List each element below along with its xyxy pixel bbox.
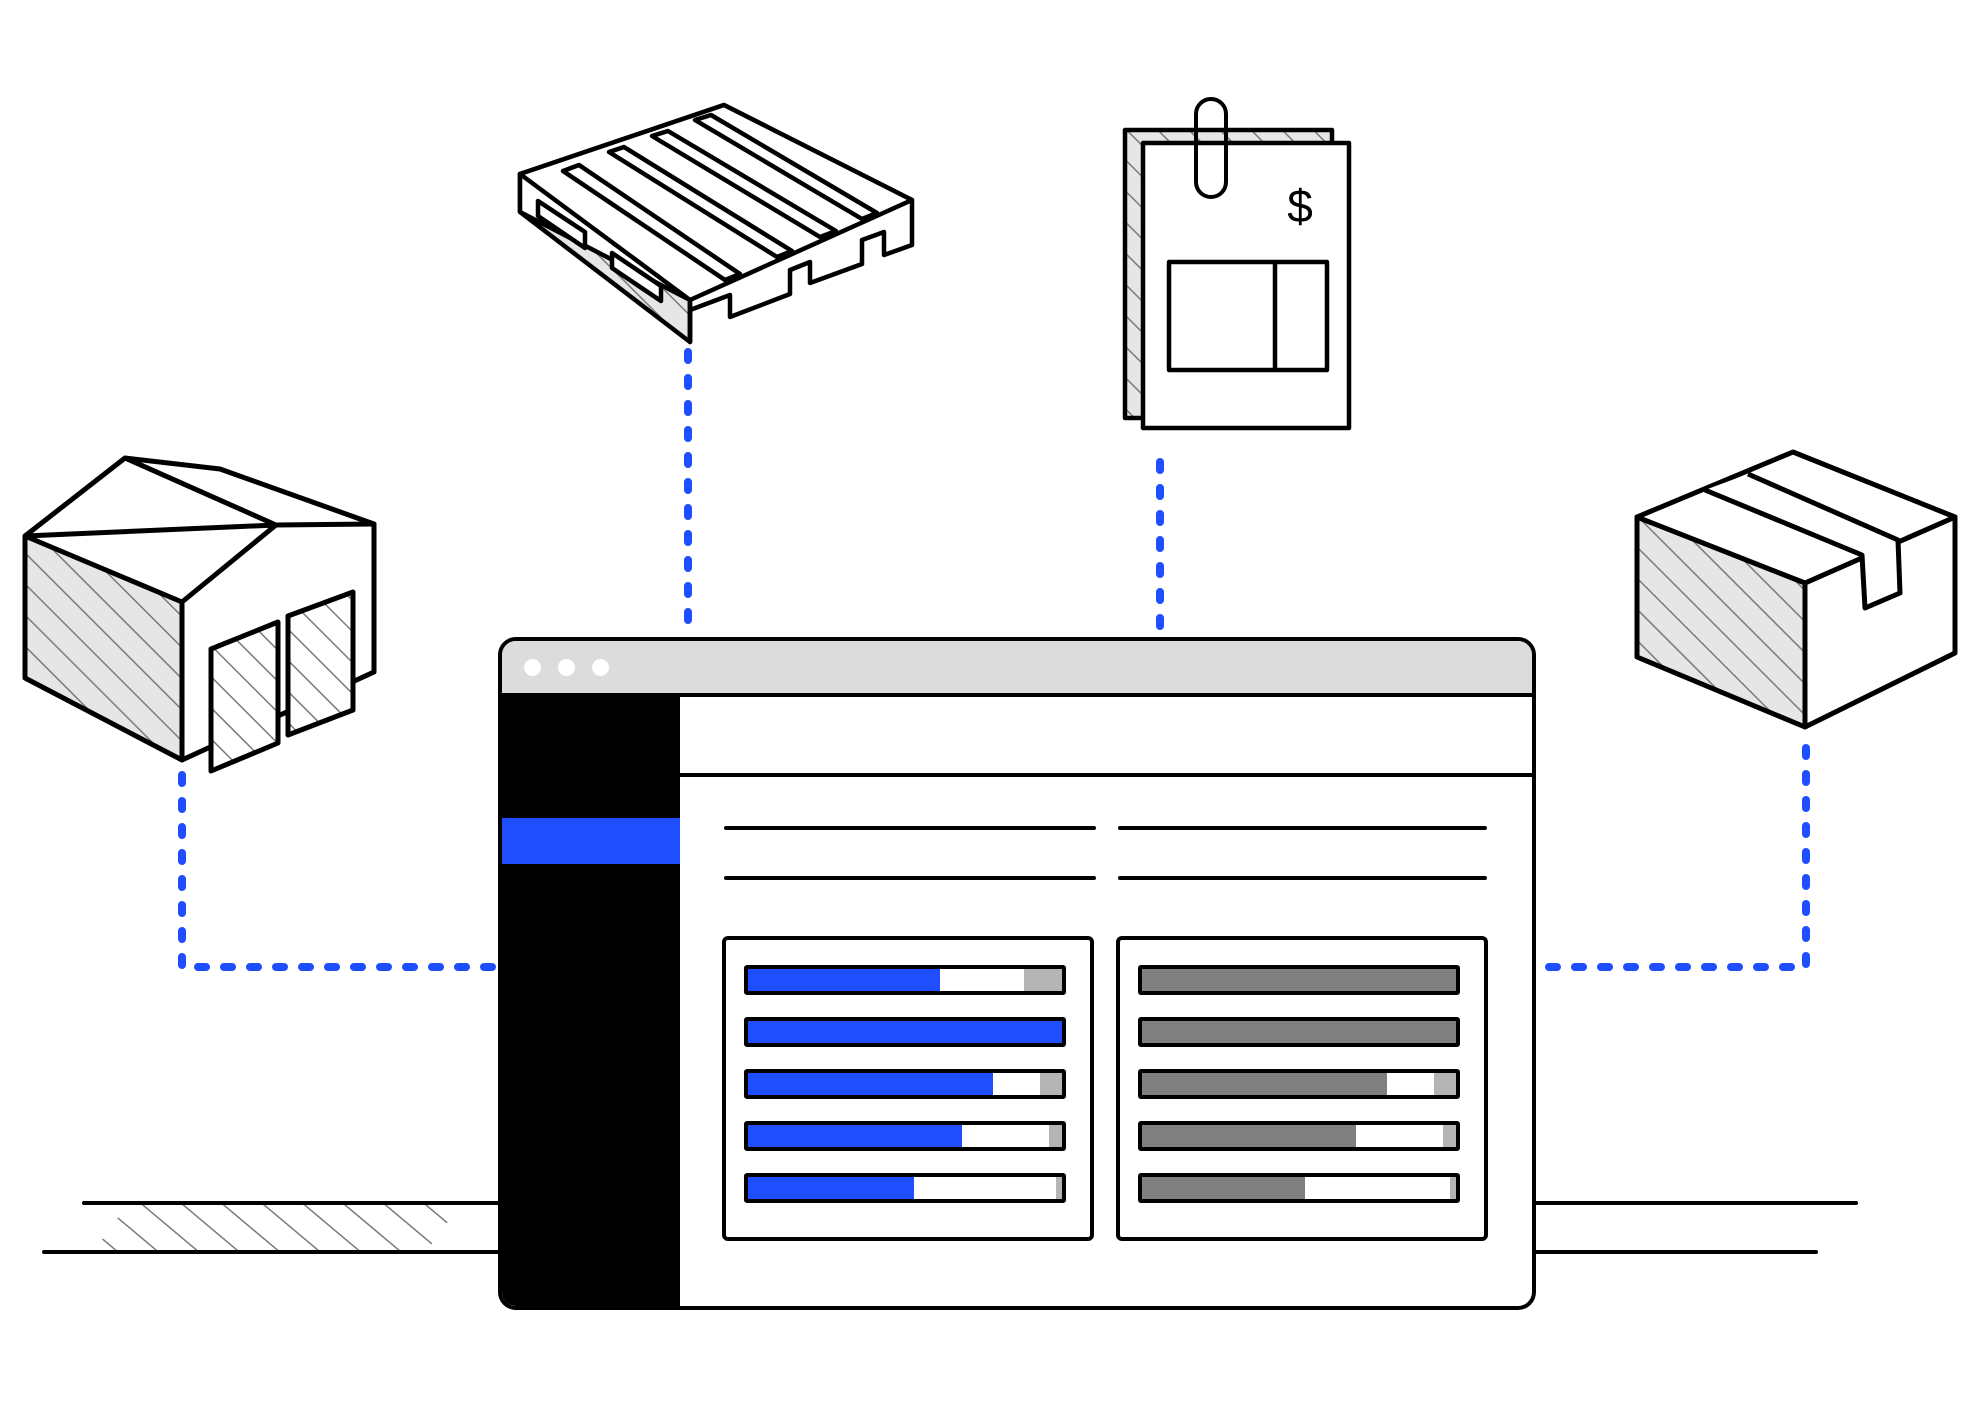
window-close-button[interactable] (524, 659, 541, 676)
right-progress-bar-1 (1138, 965, 1460, 995)
progress-remaining-segment (1040, 1073, 1062, 1095)
ground-left (42, 1201, 502, 1254)
left-progress-panel (722, 936, 1094, 1241)
package-box-icon (1634, 449, 1958, 730)
progress-remaining-segment (1049, 1125, 1062, 1147)
progress-remaining-segment (1055, 1177, 1062, 1199)
text-placeholder-line (1118, 876, 1487, 880)
right-progress-panel (1116, 936, 1488, 1241)
window-minimize-button[interactable] (558, 659, 575, 676)
progress-secondary-segment (992, 1073, 1040, 1095)
progress-secondary-segment (914, 1177, 1056, 1199)
pallet-icon (517, 102, 915, 345)
sidebar-item-active[interactable] (502, 818, 680, 864)
right-progress-bar-3 (1138, 1069, 1460, 1099)
progress-secondary-segment (1305, 1177, 1450, 1199)
progress-primary-segment (748, 1125, 962, 1147)
left-progress-bar-2 (744, 1017, 1066, 1047)
progress-primary-segment (748, 1177, 915, 1199)
progress-remaining-segment (1449, 1177, 1456, 1199)
progress-primary-segment (1142, 1125, 1356, 1147)
text-placeholder-line (724, 826, 1096, 830)
progress-remaining-segment (1024, 969, 1062, 991)
text-placeholder-line (1118, 826, 1487, 830)
progress-primary-segment (1142, 1021, 1456, 1043)
progress-primary-segment (748, 1073, 993, 1095)
left-progress-bar-3 (744, 1069, 1066, 1099)
ground-hatch (93, 1205, 460, 1252)
right-progress-bar-2 (1138, 1017, 1460, 1047)
connector-package (1538, 744, 1810, 971)
progress-secondary-segment (939, 969, 1025, 991)
progress-remaining-segment (1434, 1073, 1456, 1095)
progress-primary-segment (1142, 1177, 1306, 1199)
progress-secondary-segment (1355, 1125, 1444, 1147)
progress-primary-segment (748, 1021, 1062, 1043)
text-placeholder-line (724, 876, 1096, 880)
connector-warehouse (178, 771, 497, 971)
window-maximize-button[interactable] (592, 659, 609, 676)
warehouse-icon (22, 455, 377, 774)
window-titlebar (502, 641, 1532, 697)
main-header (680, 697, 1532, 777)
progress-remaining-segment (1443, 1125, 1456, 1147)
app-window (498, 637, 1536, 1310)
left-progress-bar-1 (744, 965, 1066, 995)
invoice-icon (1122, 97, 1352, 431)
invoice-currency-symbol: $ (1287, 180, 1313, 232)
right-progress-bar-5 (1138, 1173, 1460, 1203)
progress-secondary-segment (1386, 1073, 1434, 1095)
sidebar (502, 697, 680, 1306)
left-progress-bar-4 (744, 1121, 1066, 1151)
progress-primary-segment (748, 969, 940, 991)
ground-right (1532, 1201, 1858, 1254)
left-progress-bar-5 (744, 1173, 1066, 1203)
progress-primary-segment (1142, 1073, 1387, 1095)
right-progress-bar-4 (1138, 1121, 1460, 1151)
progress-secondary-segment (961, 1125, 1050, 1147)
progress-primary-segment (1142, 969, 1456, 991)
